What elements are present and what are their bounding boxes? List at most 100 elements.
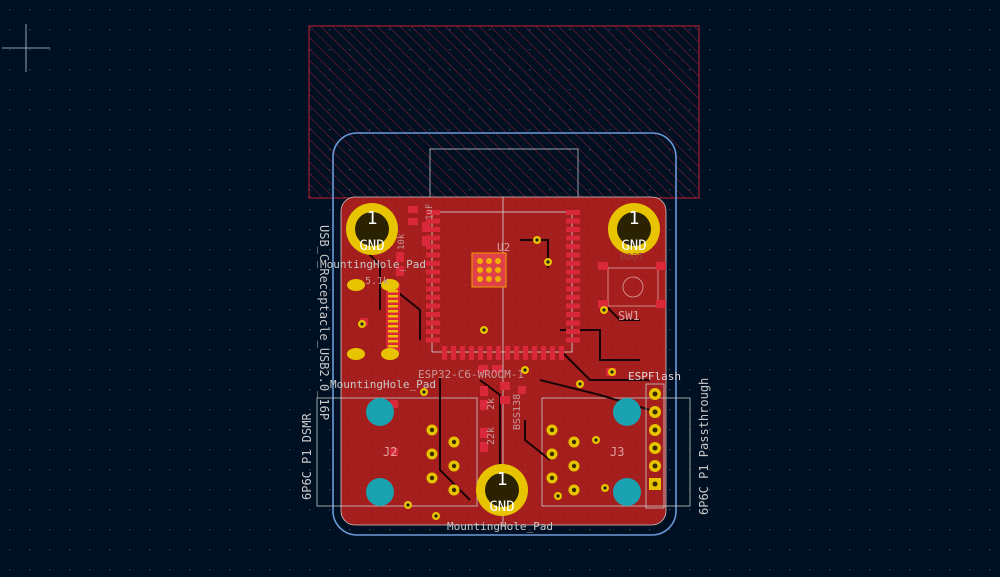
j3-outline (541, 397, 691, 507)
esp-pad[interactable] (566, 261, 580, 266)
esp-pad[interactable] (478, 346, 483, 360)
j3-pins[interactable] (546, 424, 580, 496)
usb-pin[interactable] (388, 320, 398, 323)
thermal-via (495, 267, 501, 273)
esp-pad[interactable] (426, 227, 440, 232)
esp-pad[interactable] (426, 210, 440, 215)
esp-pad[interactable] (496, 346, 501, 360)
esp-pad[interactable] (532, 346, 537, 360)
copper-pour[interactable] (340, 196, 667, 526)
mh-pad-label-top: MountingHole_Pad (320, 258, 426, 271)
esp-pad[interactable] (566, 210, 580, 215)
board-outline[interactable] (332, 132, 677, 536)
usb-pin[interactable] (388, 335, 398, 338)
vias[interactable] (358, 236, 616, 520)
r-10k-label: 10k (397, 233, 407, 250)
esp-pad[interactable] (426, 244, 440, 249)
esp-pad[interactable] (426, 303, 440, 309)
esp-pad[interactable] (541, 346, 546, 360)
esp32-module[interactable] (426, 210, 580, 360)
rj-pin-hole (571, 487, 577, 493)
mh-pad-label-mid: MountingHole_Pad (330, 378, 436, 391)
j2-pins[interactable] (426, 424, 460, 496)
esp-pad[interactable] (426, 295, 440, 300)
rj-pin-hole (549, 427, 555, 433)
esp-pad[interactable] (426, 218, 440, 224)
thermal-via (495, 258, 501, 264)
usb-pin[interactable] (388, 295, 398, 298)
thermal-via (477, 258, 483, 264)
r-51k-label: 5.1k (365, 276, 389, 287)
esp-pad[interactable] (426, 252, 440, 258)
thermal-via (477, 276, 483, 282)
esp-pad[interactable] (566, 269, 580, 275)
esp-pad[interactable] (566, 227, 580, 232)
espflash-header[interactable] (645, 383, 665, 509)
usb-pin[interactable] (388, 310, 398, 313)
via-hole (603, 486, 607, 490)
j2-ref-label: J2 (383, 445, 397, 459)
esp-pad[interactable] (426, 312, 440, 317)
usb-pin[interactable] (388, 345, 398, 348)
via-hole (556, 494, 560, 498)
rj-pin-hole (549, 451, 555, 457)
usb-pin[interactable] (388, 340, 398, 343)
mh-pad-label-bottom: MountingHole_Pad (447, 520, 553, 533)
mounting-hole-top-left[interactable]: 1 GND (346, 203, 398, 255)
esp-pad[interactable] (426, 286, 440, 292)
mounting-hole-top-right[interactable]: 1 GND (608, 203, 660, 255)
esp-pad[interactable] (426, 329, 440, 334)
usb-pin[interactable] (388, 315, 398, 318)
esp-pad[interactable] (559, 346, 564, 360)
esp-pad[interactable] (566, 320, 580, 326)
esp-pad[interactable] (566, 295, 580, 300)
esp-pad[interactable] (460, 346, 465, 360)
esp-pad[interactable] (505, 346, 510, 360)
esp-pad[interactable] (487, 346, 492, 360)
usb-pin[interactable] (388, 290, 398, 293)
esp-pad[interactable] (426, 320, 440, 326)
header-pin-hole (652, 409, 658, 415)
mh-gnd: GND (621, 238, 646, 254)
esp-pad[interactable] (451, 346, 456, 360)
esp-pad[interactable] (426, 269, 440, 275)
esp-pad[interactable] (426, 235, 440, 241)
mounting-hole-bottom[interactable]: 1 GND (476, 464, 528, 516)
esp-pad[interactable] (566, 312, 580, 317)
rj-pin-hole (451, 463, 457, 469)
esp-pad[interactable] (566, 244, 580, 249)
esp-pad[interactable] (566, 329, 580, 334)
esp-pad[interactable] (566, 252, 580, 258)
usb-pin[interactable] (388, 325, 398, 328)
esp-pad[interactable] (566, 235, 580, 241)
c-1uf-label: 1uF (425, 204, 435, 220)
esp-pad[interactable] (426, 278, 440, 283)
esp-pad[interactable] (566, 286, 580, 292)
bss138-label: BSS138 (512, 394, 523, 430)
esp-pad[interactable] (514, 346, 519, 360)
thermal-via (486, 258, 492, 264)
esp-pad[interactable] (426, 337, 440, 343)
esp-pad[interactable] (566, 337, 580, 343)
esp-pad[interactable] (469, 346, 474, 360)
rj-mount-pads[interactable] (366, 398, 641, 506)
esp-pad[interactable] (550, 346, 555, 360)
via-hole (578, 382, 582, 386)
header-pin-hole (652, 463, 658, 469)
esp-pad[interactable] (566, 303, 580, 309)
esp-pad[interactable] (442, 346, 447, 360)
thermal-via (477, 267, 483, 273)
sw1-ref-label: SW1 (618, 309, 640, 323)
usb-pin[interactable] (388, 305, 398, 308)
keepout-zone[interactable] (308, 25, 700, 199)
esp-pad[interactable] (426, 261, 440, 266)
thermal-via (486, 276, 492, 282)
sw1-button[interactable] (598, 262, 666, 308)
usb-c-connector[interactable] (347, 279, 400, 360)
usb-pin[interactable] (388, 330, 398, 333)
esp-pad[interactable] (566, 278, 580, 283)
usb-pin[interactable] (388, 300, 398, 303)
esp-pad[interactable] (566, 218, 580, 224)
esp-pad[interactable] (523, 346, 528, 360)
